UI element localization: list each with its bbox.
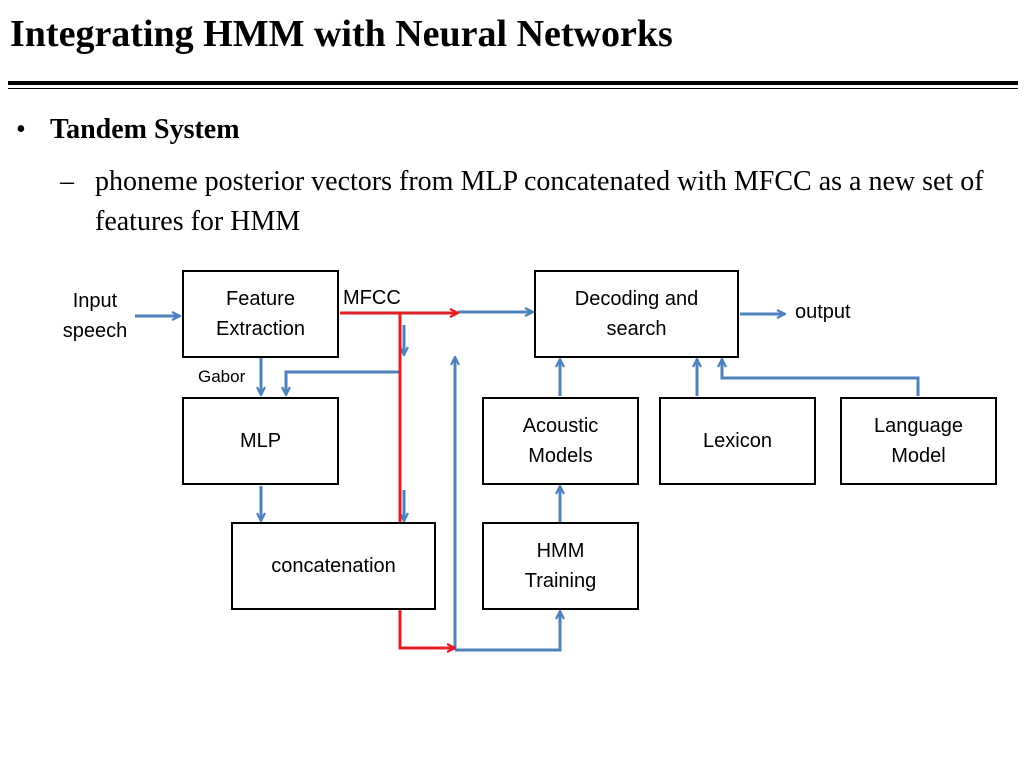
mlp-box: MLP: [182, 397, 339, 485]
sub-bullet-dash: –: [60, 166, 74, 197]
title-rule-thick: [8, 81, 1018, 85]
decoding-search-box: Decoding and search: [534, 270, 739, 358]
sub-bullet-text: phoneme posterior vectors from MLP conca…: [95, 166, 984, 237]
concatenation-box: concatenation: [231, 522, 436, 610]
lexicon-box: Lexicon: [659, 397, 816, 485]
language-model-box: Language Model: [840, 397, 997, 485]
mfcc-label: MFCC: [343, 287, 401, 309]
input-speech-label: Input speech: [62, 290, 128, 342]
slide-title: Integrating HMM with Neural Networks: [10, 13, 673, 55]
bullet-item: • Tandem System: [16, 113, 240, 147]
title-rule-thin: [8, 88, 1018, 89]
output-label: output: [795, 301, 851, 323]
gabor-label: Gabor: [198, 367, 246, 386]
red-path-mfcc-top: [340, 311, 455, 648]
hmm-training-box: HMM Training: [482, 522, 639, 610]
bullet-text: Tandem System: [50, 114, 240, 145]
feature-extraction-box: Feature Extraction: [182, 270, 339, 358]
arrow-features-to-hmm-training: [455, 611, 560, 652]
bullet-dot-icon: •: [16, 114, 26, 145]
arrow-mfcc-to-mlp: [286, 370, 400, 395]
acoustic-models-box: Acoustic Models: [482, 397, 639, 485]
arrow-lm-to-decoding: [722, 359, 920, 396]
